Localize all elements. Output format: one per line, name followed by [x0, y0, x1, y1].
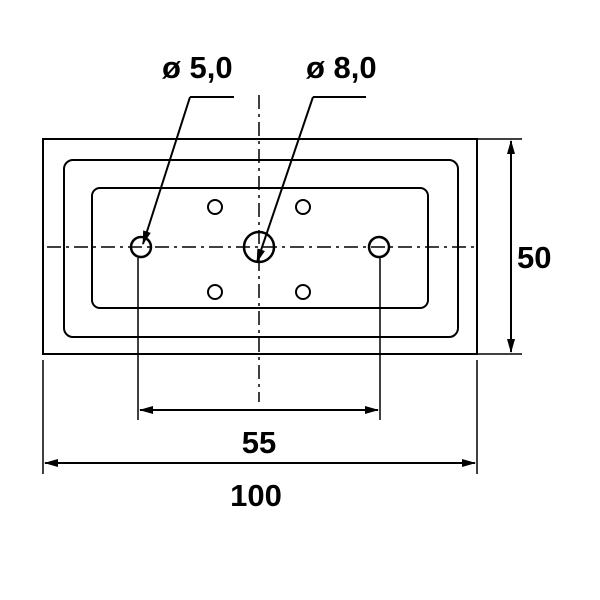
screw-hole-top-left [207, 199, 223, 215]
screw-hole-top-right [295, 199, 311, 215]
inner-plate [91, 187, 429, 309]
label-small-diameter: ø 5,0 [162, 50, 233, 85]
leader-large-diameter [256, 96, 314, 263]
label-width: 100 [230, 478, 282, 513]
flange-outline [63, 159, 459, 338]
screw-hole-bottom-right [295, 284, 311, 300]
mounting-hole-left [129, 235, 153, 259]
label-height: 50 [517, 240, 551, 275]
screw-hole-bottom-left [207, 284, 223, 300]
label-large-diameter: ø 8,0 [306, 50, 377, 85]
label-hole-spacing: 55 [242, 425, 276, 460]
outer-frame [42, 138, 478, 355]
leader-small-diameter [142, 96, 191, 245]
mounting-hole-right [367, 235, 391, 259]
